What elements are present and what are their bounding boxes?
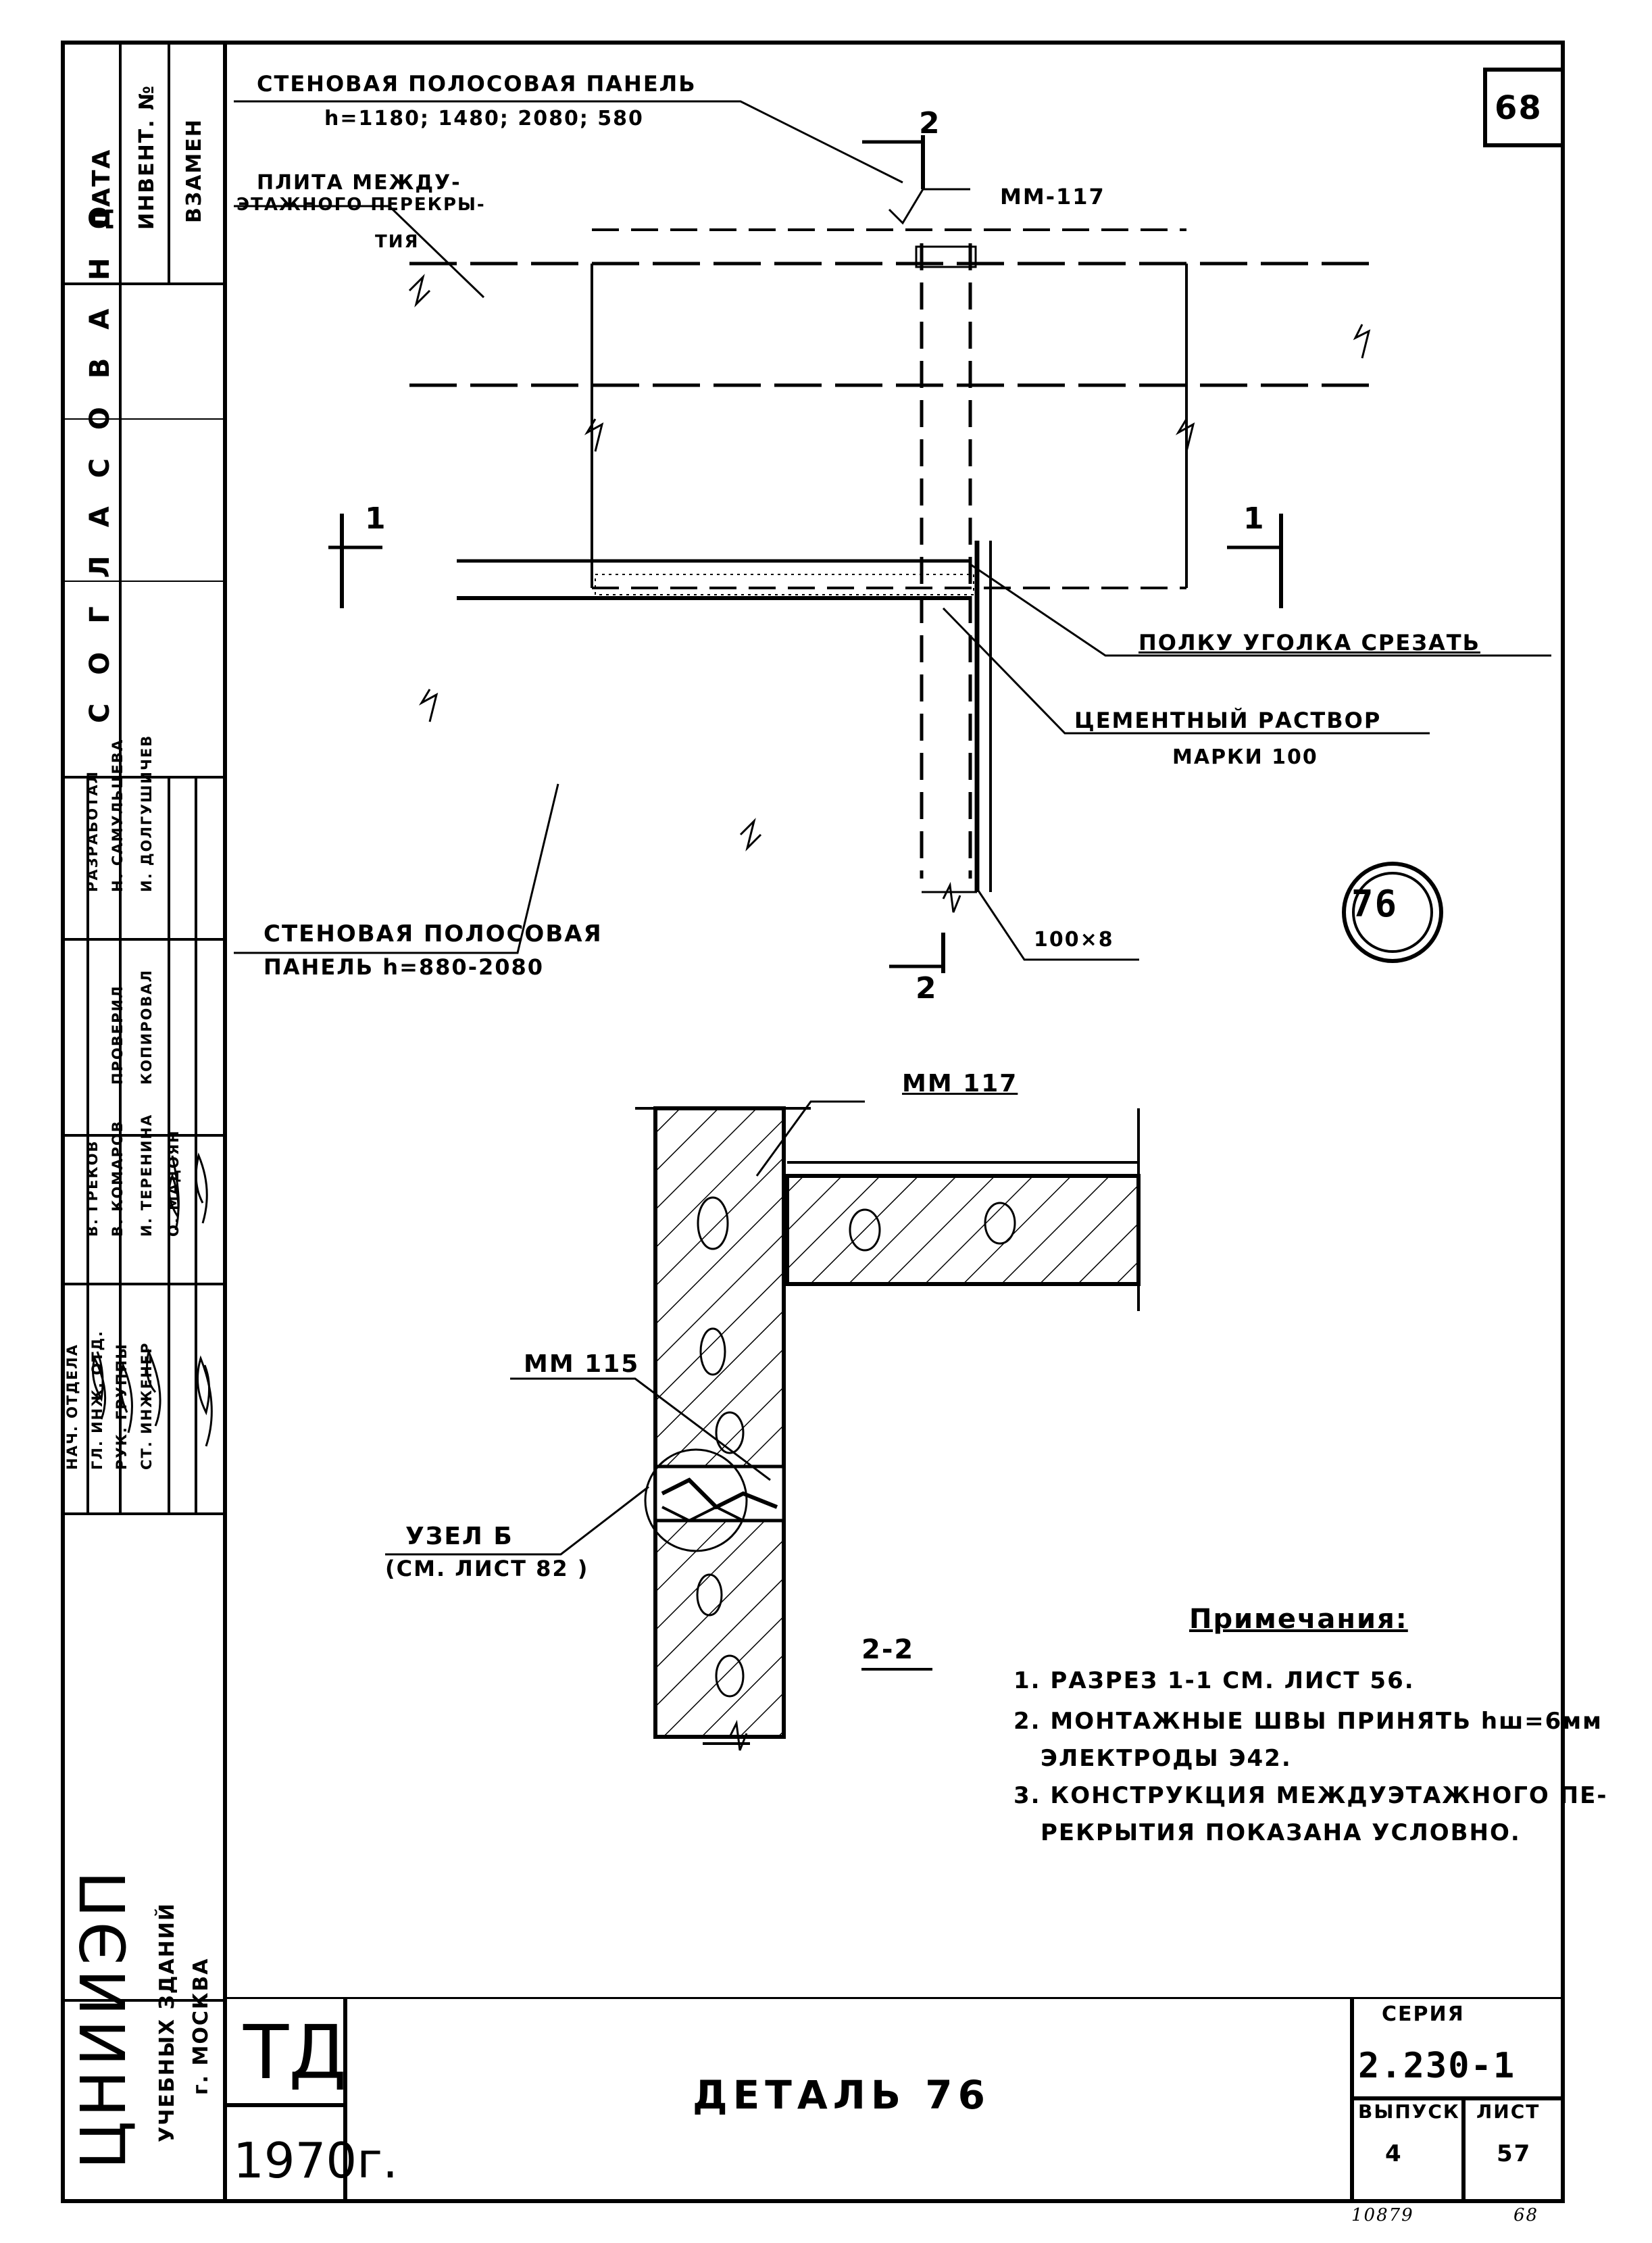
section-1-left: 1: [365, 501, 387, 536]
issue-number: 4: [1385, 2140, 1403, 2167]
label-slab-line-2: ЭТАЖНОГО ПЕРЕКРЫ-: [236, 195, 486, 215]
stamp-inv-label: ИНВЕНТ. №: [135, 84, 159, 230]
label-node-b: УЗЕЛ Б: [405, 1523, 514, 1550]
label-mm115: ММ 115: [524, 1350, 640, 1378]
series-label: СЕРИЯ: [1382, 2002, 1465, 2026]
archive-number: 10879: [1351, 2205, 1414, 2225]
sheet-label: ЛИСТ: [1476, 2100, 1541, 2123]
label-bottom-panel-line-2: ПАНЕЛЬ h=880-2080: [264, 954, 545, 980]
detail-marker: 76: [1351, 883, 1399, 925]
label-mm117-section: ММ 117: [902, 1070, 1018, 1098]
section-title: 2-2: [861, 1634, 915, 1665]
note-3: 3. КОНСТРУКЦИЯ МЕЖДУЭТАЖНОГО ПЕ-: [1013, 1782, 1608, 1809]
label-top-panel-height: h=1180; 1480; 2080; 580: [324, 107, 644, 130]
section-2-bottom: 2: [916, 971, 938, 1006]
drawing-title: ДЕТАЛЬ 76: [693, 2072, 991, 2118]
stamp-grid: [61, 41, 223, 2002]
stamp-drawn-name-2: И. ДОЛГУШИЧЕВ: [139, 734, 155, 892]
year: 1970г.: [233, 2132, 398, 2189]
drawing-frame: [61, 41, 1565, 2203]
notes-title: Примечания:: [1189, 1604, 1408, 1635]
note-3-cont: РЕКРЫТИЯ ПОКАЗАНА УСЛОВНО.: [1041, 1819, 1521, 1846]
signatures: [92, 1152, 213, 1447]
section-1-right: 1: [1243, 501, 1266, 536]
stamp-replace-label: ВЗАМЕН: [182, 118, 206, 223]
label-mm117-plan: ММ-117: [1000, 184, 1105, 209]
label-angle-size: 100×8: [1034, 928, 1114, 952]
plan-view: [234, 100, 1551, 973]
series-number: 2.230-1: [1358, 2046, 1516, 2086]
label-slab-line-3: ТИЯ: [375, 232, 420, 252]
section-2-top: 2: [919, 106, 941, 141]
stamp-agreed-label: С О Г Л А С О В А Н О: [84, 197, 116, 723]
label-bottom-panel-line-1: СТЕНОВАЯ ПОЛОСОВАЯ: [264, 920, 603, 947]
sidebar-divider: [223, 41, 227, 2203]
note-2-cont: ЭЛЕКТРОДЫ Э42.: [1041, 1745, 1292, 1772]
title-block-grid: [227, 1997, 1565, 2203]
section-view: [385, 1100, 1141, 1751]
stamp-copied-label: КОПИРОВАЛ: [139, 968, 155, 1085]
sheet-value: 57: [1497, 2140, 1532, 2167]
label-cut-angle: ПОЛКУ УГОЛКА СРЕЗАТЬ: [1138, 630, 1480, 656]
label-mortar-line-2: МАРКИ 100: [1172, 745, 1318, 769]
issue-label: ВЫПУСК: [1358, 2100, 1460, 2123]
label-node-ref: (СМ. ЛИСТ 82 ): [385, 1556, 589, 1581]
stamp-checked-label: ПРОВЕРИЛ: [109, 985, 126, 1085]
stage-mark: ТД: [243, 2009, 347, 2096]
label-mortar-line-1: ЦЕМЕНТНЫЙ РАСТВОР: [1074, 708, 1382, 733]
note-1: 1. РАЗРЕЗ 1-1 СМ. ЛИСТ 56.: [1013, 1667, 1415, 1694]
stamp-drawn-label: РАЗРАБОТАЛ: [84, 770, 101, 892]
note-2: 2. МОНТАЖНЫЕ ШВЫ ПРИНЯТЬ hш=6мм: [1013, 1708, 1603, 1735]
sheet-number: 68: [1495, 89, 1543, 127]
label-slab-line-1: ПЛИТА МЕЖДУ-: [257, 171, 461, 195]
archive-sheet: 68: [1513, 2205, 1539, 2225]
label-top-panel: СТЕНОВАЯ ПОЛОСОВАЯ ПАНЕЛЬ: [257, 71, 697, 97]
org-line-2: г. МОСКВА: [189, 1957, 213, 2096]
sheet-number-box: [1483, 68, 1561, 147]
org-logo: ЦНИИЭП: [68, 1867, 140, 2169]
stamp-drawn-name-1: Н. САМУЛЬЦЕВА: [109, 738, 126, 892]
org-line-1: УЧЕБНЫХ ЗДАНИЙ: [155, 1902, 179, 2142]
